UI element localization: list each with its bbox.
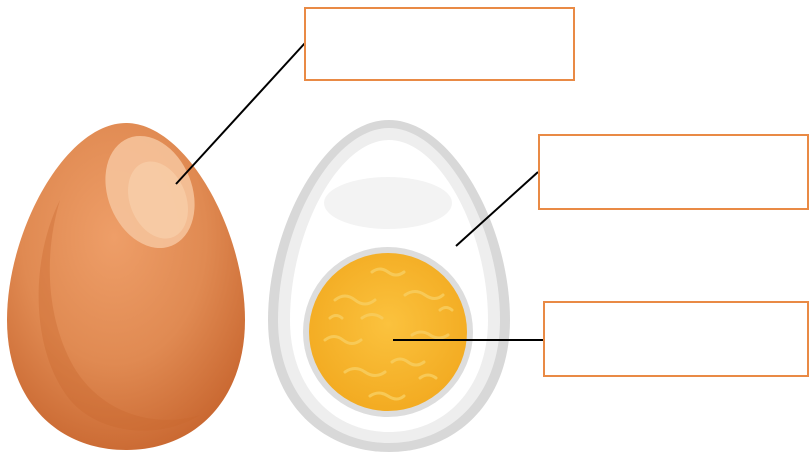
halved-egg [268,120,510,452]
leader-lines [175,42,543,341]
egg-white-highlight [324,177,452,229]
whole-egg [7,123,245,450]
egg-white-label-box[interactable] [538,134,809,210]
eggshell-inner-highlight [128,161,188,239]
yolk-label-box[interactable] [543,301,809,377]
shell-label-box[interactable] [304,7,575,81]
yolk [309,253,467,411]
shell-leader-line [175,42,306,185]
white-leader-line [455,171,539,247]
yolk-texture [323,267,454,401]
